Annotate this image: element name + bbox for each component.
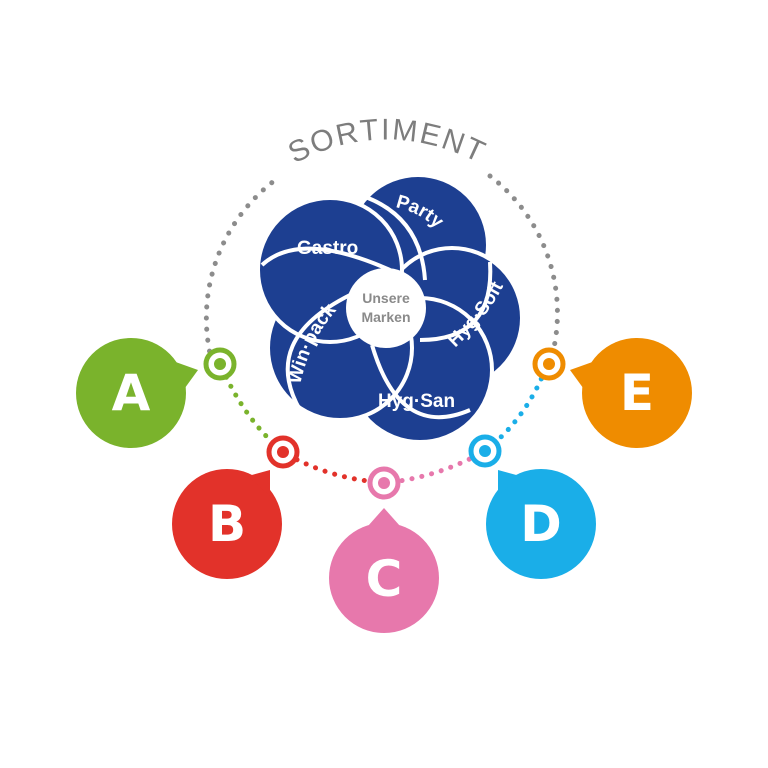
petal-label-gastro: Gastro [297,238,358,259]
badge-letter-d: D [520,495,562,553]
node-d [468,434,502,468]
node-b [266,435,300,469]
badge-b: B [172,469,282,579]
badge-letter-c: C [366,550,403,608]
badge-a: A [76,338,198,448]
connector-d-e [483,365,549,453]
badge-letter-e: E [620,364,654,422]
badge-letter-b: B [208,495,246,553]
swirl-line-5 [260,246,391,272]
node-a [203,347,237,381]
sortiment-title: SORTIMENT [283,113,491,170]
badge-d: D [486,469,596,579]
center-label-line2: Marken [361,309,410,325]
swirl-line-3 [370,344,471,420]
swirl-line-1 [339,188,427,281]
swirl-line-2 [419,261,493,342]
badge-c: C [329,508,439,633]
badge-e: E [570,338,692,448]
center-disk [346,268,426,348]
brand-flower [256,173,524,444]
center-label-line1: Unsere [362,290,410,306]
node-e [532,347,566,381]
ring-arc-top-right [487,173,560,355]
node-c [367,466,401,500]
badge-letter-a: A [112,364,151,422]
petal-label-hyg-san: Hyg·San [378,391,455,412]
swirl-line-4 [285,293,351,411]
connector-c-d [389,449,486,485]
connector-b-c [285,452,381,485]
